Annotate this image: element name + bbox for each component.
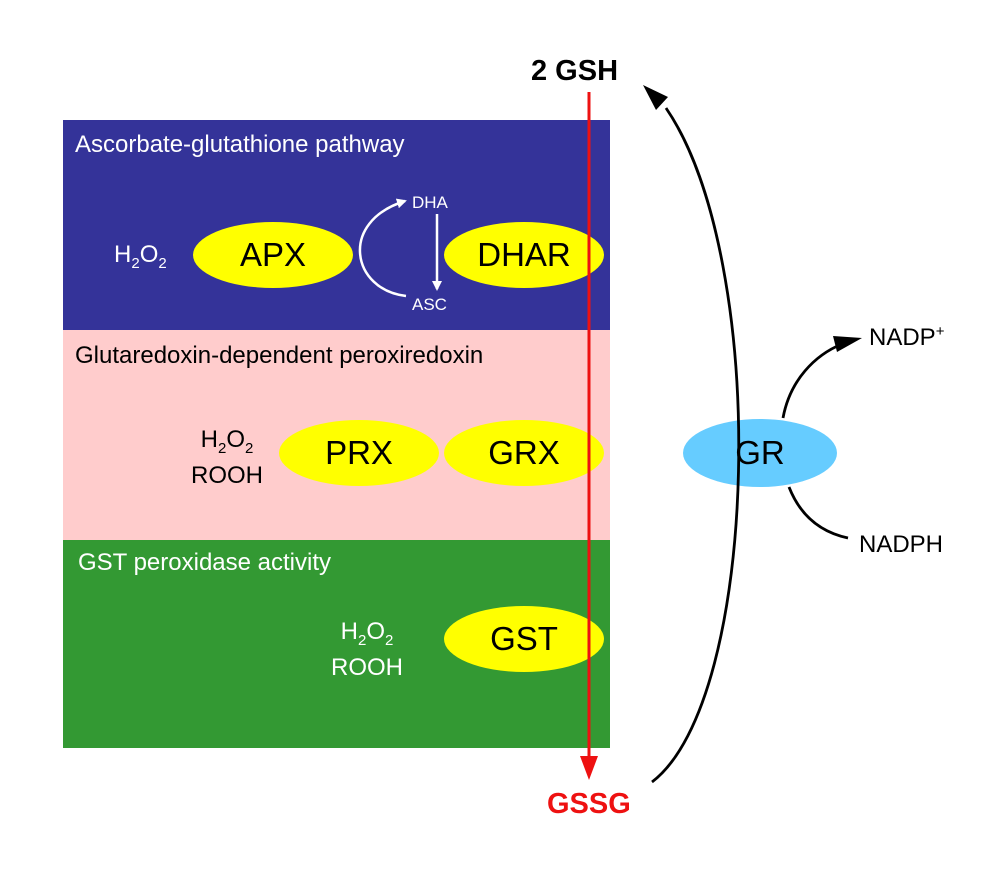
panel-title-ascorbate: Ascorbate-glutathione pathway	[75, 131, 405, 158]
grx-enzyme: GRX	[444, 420, 604, 486]
h2o2-label-ascorbate: H2O2	[114, 241, 167, 272]
gssg-label: GSSG	[547, 788, 631, 820]
dhar-enzyme: DHAR	[444, 222, 604, 288]
gssg-to-gsh-curve	[651, 107, 741, 784]
gr-enzyme: GR	[683, 419, 837, 487]
cycle-arc-arrow	[358, 198, 407, 298]
nadph-curve	[787, 486, 849, 540]
nadp-plus-label: NADP+	[869, 323, 945, 351]
panel-title-glutaredoxin: Glutaredoxin-dependent peroxiredoxin	[75, 342, 484, 369]
nadp-curve	[781, 342, 843, 419]
panel-title-gst: GST peroxidase activity	[78, 549, 331, 576]
asc-label: ASC	[412, 295, 447, 314]
h2o2-rooh-label-gst: H2O2 ROOH	[331, 618, 403, 681]
arrow-head-icon	[833, 336, 862, 352]
gst-enzyme: GST	[444, 606, 604, 672]
dha-label: DHA	[412, 193, 448, 212]
arrow-head-icon	[643, 85, 668, 110]
gsh-label: 2 GSH	[531, 55, 619, 87]
prx-enzyme: PRX	[279, 420, 439, 486]
h2o2-rooh-label-grx: H2O2 ROOH	[191, 426, 263, 489]
nadph-label: NADPH	[859, 531, 944, 558]
apx-enzyme: APX	[193, 222, 353, 288]
arrow-head-icon	[580, 756, 598, 780]
